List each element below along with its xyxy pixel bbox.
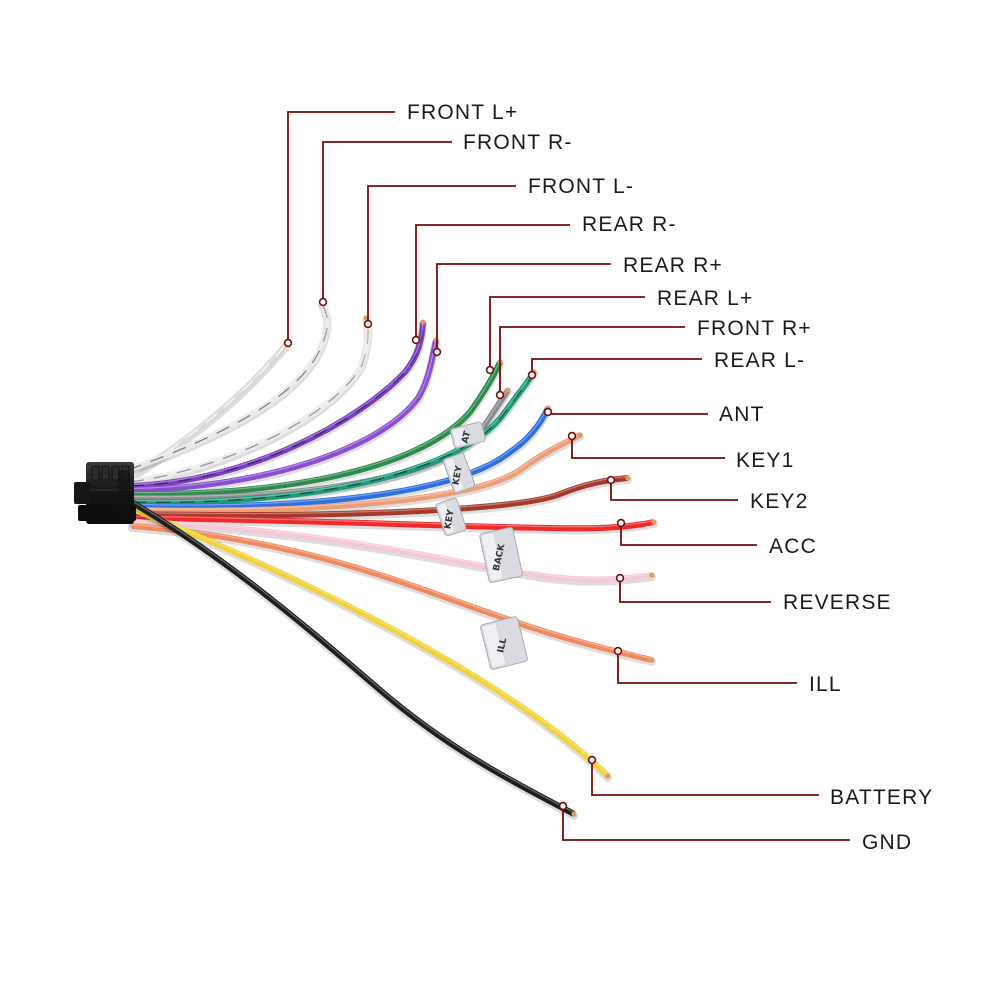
leader-dot-battery bbox=[587, 755, 597, 765]
labels-layer: FRONT L+ FRONT R- FRONT L- REAR R- REAR R+ RE… bbox=[407, 101, 933, 854]
wire-gnd bbox=[124, 497, 578, 820]
leader-rear-r-minus bbox=[415, 224, 570, 340]
label-ill: ILL bbox=[809, 673, 842, 696]
leader-rear-l-minus bbox=[531, 358, 702, 375]
label-rear-l-minus: REAR L- bbox=[714, 349, 805, 372]
wire-battery-insulation bbox=[128, 505, 611, 779]
wire-key2-insulation bbox=[131, 475, 629, 519]
tag-key2: KEY bbox=[435, 497, 467, 537]
wire-rear-r-minus-conductor bbox=[420, 319, 426, 325]
wire-gnd-insulation bbox=[126, 497, 576, 817]
leader-dot-rear-r-minus bbox=[411, 335, 421, 345]
leader-battery bbox=[591, 760, 819, 796]
tag-ant: AT bbox=[450, 421, 486, 449]
leader-dot-ant bbox=[543, 407, 553, 417]
leader-ill bbox=[617, 651, 797, 684]
wire-acc bbox=[128, 515, 658, 535]
label-front-r-minus: FRONT R- bbox=[463, 131, 573, 154]
label-front-l-minus: FRONT L- bbox=[528, 175, 634, 198]
wire-battery bbox=[126, 505, 612, 782]
label-key1: KEY1 bbox=[736, 449, 795, 472]
leader-front-l-plus bbox=[287, 111, 395, 343]
leader-dot-rear-r-plus bbox=[432, 347, 442, 357]
wire-acc-conductor bbox=[651, 519, 657, 525]
wire-battery-conductor bbox=[605, 773, 611, 779]
label-front-r-plus: FRONT R+ bbox=[697, 317, 812, 340]
wire-rear-r-plus bbox=[128, 337, 440, 496]
label-rear-r-plus: REAR R+ bbox=[623, 254, 723, 277]
tag-key2-text: KEY bbox=[443, 508, 456, 530]
leader-dot-front-r-minus bbox=[318, 297, 328, 307]
label-gnd: GND bbox=[862, 831, 912, 854]
label-front-l-plus: FRONT L+ bbox=[407, 101, 518, 124]
tag-ill: ILL bbox=[480, 616, 528, 670]
leader-dot-key2 bbox=[606, 475, 616, 485]
label-ant: ANT bbox=[719, 403, 765, 426]
leader-dot-front-l-minus bbox=[363, 319, 373, 329]
tag-back: BACK bbox=[479, 527, 523, 583]
leader-dot-gnd bbox=[558, 801, 568, 811]
wire-rear-l-plus-insulation bbox=[131, 360, 503, 498]
leader-front-r-plus bbox=[499, 326, 685, 395]
leader-reverse bbox=[619, 578, 771, 603]
leader-key2 bbox=[610, 480, 738, 501]
leader-rear-r-plus bbox=[436, 263, 611, 352]
wire-key2 bbox=[128, 475, 632, 522]
wire-acc-insulation bbox=[131, 515, 655, 532]
wire-front-r-plus-conductor bbox=[505, 387, 511, 393]
wire-front-l-minus bbox=[126, 315, 373, 488]
leader-dot-front-l-plus bbox=[283, 338, 293, 348]
wire-rear-r-minus bbox=[126, 319, 427, 492]
wire-rear-r-plus-insulation bbox=[131, 339, 439, 493]
connector bbox=[74, 462, 136, 524]
wire-ill-insulation bbox=[131, 523, 653, 663]
leader-dot-front-r-plus bbox=[495, 390, 505, 400]
wire-ill bbox=[128, 523, 656, 666]
leader-ant bbox=[547, 412, 708, 415]
wires-layer bbox=[124, 300, 658, 820]
leader-dot-rear-l-plus bbox=[485, 365, 495, 375]
leader-dot-acc bbox=[616, 518, 626, 528]
wire-rear-l-plus bbox=[128, 359, 504, 501]
label-battery: BATTERY bbox=[830, 786, 933, 809]
leader-front-l-minus bbox=[367, 185, 516, 324]
tag-ill-text: ILL bbox=[496, 637, 509, 654]
leader-dot-key1 bbox=[567, 431, 577, 441]
connector-block bbox=[74, 462, 136, 524]
tag-key1: KEY bbox=[442, 452, 476, 494]
leader-acc bbox=[620, 523, 757, 546]
wire-reverse-conductor bbox=[649, 572, 655, 578]
label-key2: KEY2 bbox=[750, 490, 809, 513]
wire-ill-conductor bbox=[649, 657, 655, 663]
leader-key1 bbox=[571, 436, 725, 459]
tag-ant-text: AT bbox=[460, 429, 473, 444]
wire-front-r-minus bbox=[124, 300, 332, 476]
wire-key1 bbox=[128, 432, 584, 517]
wire-gnd-conductor bbox=[571, 811, 577, 817]
wire-key1-insulation bbox=[131, 432, 582, 514]
label-acc: ACC bbox=[769, 535, 817, 558]
leader-dot-ill bbox=[613, 646, 623, 656]
tags-layer: AT KEY KEY BACK ILL bbox=[435, 421, 528, 670]
tag-key1-text: KEY bbox=[451, 464, 464, 486]
leader-dot-reverse bbox=[615, 573, 625, 583]
leader-dot-rear-l-minus bbox=[527, 370, 537, 380]
label-rear-l-plus: REAR L+ bbox=[657, 287, 754, 310]
leader-gnd bbox=[562, 806, 850, 841]
leader-rear-l-plus bbox=[489, 296, 645, 370]
label-rear-r-minus: REAR R- bbox=[582, 213, 677, 236]
leader-front-r-minus bbox=[322, 141, 452, 302]
label-reverse: REVERSE bbox=[783, 591, 892, 614]
wire-key1-conductor bbox=[577, 432, 583, 438]
leader-lines-layer bbox=[283, 111, 850, 841]
wire-key2-conductor bbox=[625, 475, 631, 481]
